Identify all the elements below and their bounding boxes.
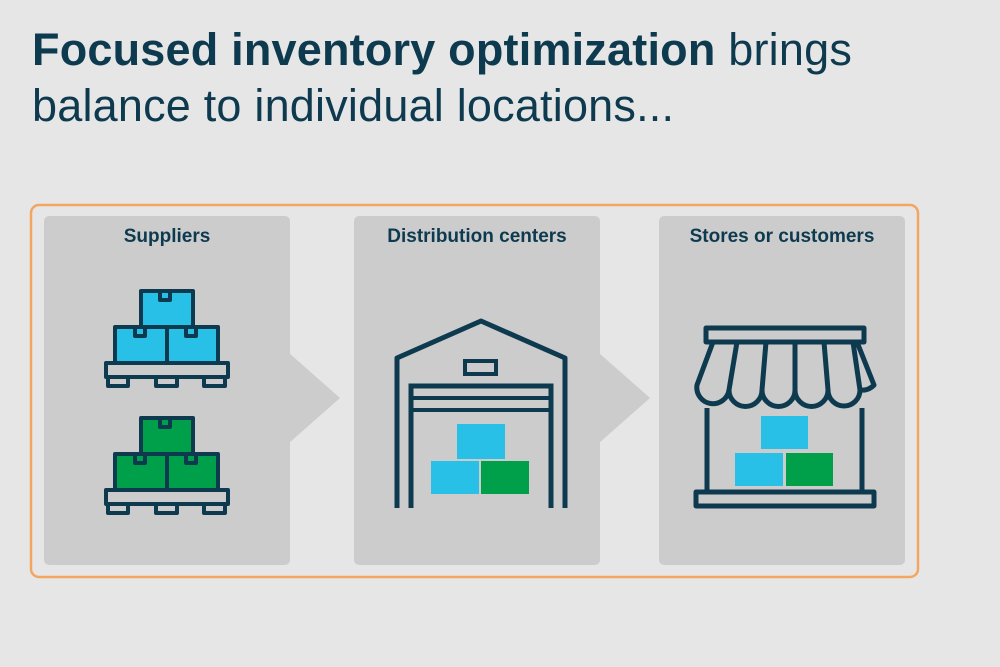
- headline-line2: balance to individual locations...: [32, 80, 675, 131]
- stage-label-suppliers: Suppliers: [123, 226, 211, 247]
- arrow-1: [289, 353, 340, 443]
- box: [481, 461, 529, 494]
- box: [431, 461, 479, 494]
- storefront-icon: [693, 325, 877, 509]
- stage-label-stores: Stores or customers: [689, 226, 875, 247]
- headline-bold: Focused inventory optimization: [32, 24, 716, 75]
- pallet-boxes-icon: [104, 289, 230, 515]
- warehouse-icon: [394, 318, 568, 508]
- box: [457, 424, 505, 459]
- box: [786, 453, 833, 486]
- panel-stores: [659, 216, 905, 565]
- headline: Focused inventory optimization brings bal…: [32, 22, 852, 134]
- box: [761, 416, 808, 449]
- arrow-2: [599, 353, 650, 443]
- green-pallet: [104, 416, 230, 515]
- blue-pallet: [104, 289, 230, 388]
- box: [735, 453, 783, 486]
- panel-suppliers: [44, 216, 290, 565]
- stage-label-distribution: Distribution centers: [387, 226, 567, 247]
- headline-rest: brings: [715, 24, 853, 75]
- panel-distribution: [354, 216, 600, 565]
- frame-border: [29, 203, 920, 579]
